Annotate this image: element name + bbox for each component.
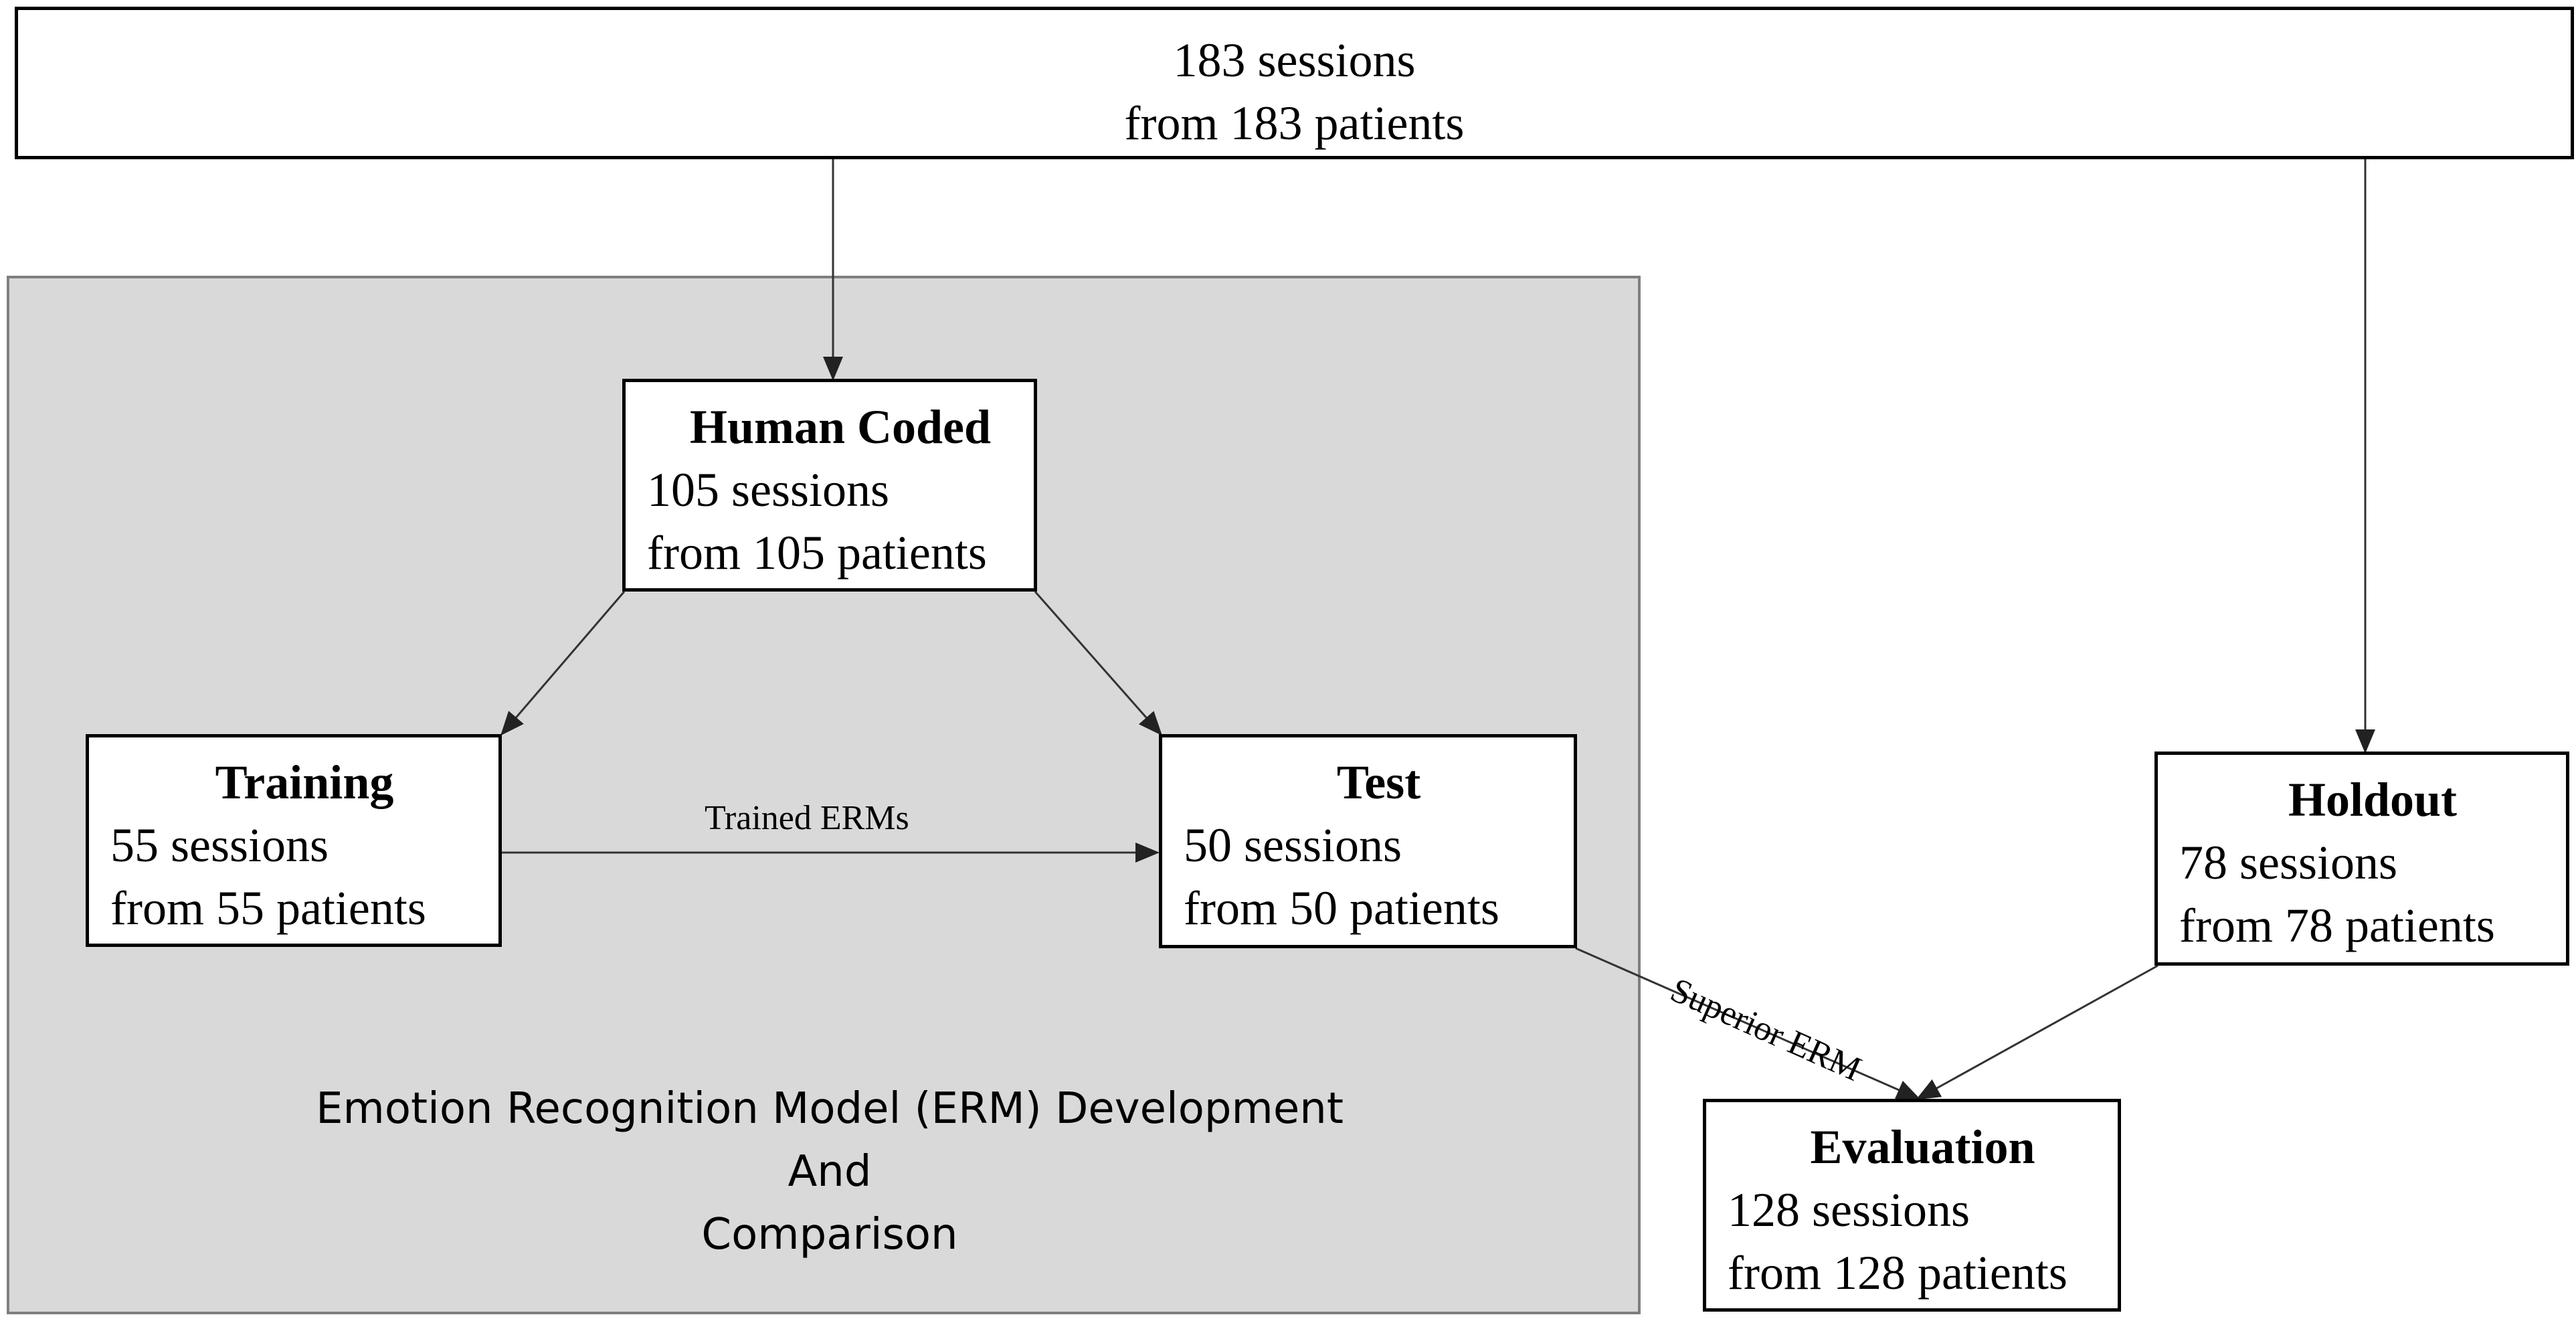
source-patients: from 183 patients: [1124, 96, 1465, 150]
node-evaluation-patients: from 128 patients: [1728, 1246, 2067, 1300]
node-test-patients: from 50 patients: [1184, 881, 1499, 935]
region-caption-line-2: And: [788, 1147, 872, 1197]
arrow-test-to-evaluation: [1575, 947, 1921, 1100]
node-human-coded-sessions: 105 sessions: [647, 463, 890, 517]
source-sessions: 183 sessions: [1173, 33, 1416, 87]
node-evaluation-title: Evaluation: [1810, 1120, 2035, 1174]
node-training-sessions: 55 sessions: [110, 818, 329, 872]
node-test: Test 50 sessions from 50 patients: [1159, 734, 1577, 948]
node-evaluation-sessions: 128 sessions: [1728, 1183, 1970, 1237]
node-test-sessions: 50 sessions: [1184, 818, 1402, 872]
node-holdout-patients: from 78 patients: [2179, 899, 2495, 952]
region-caption-line-1: Emotion Recognition Model (ERM) Developm…: [316, 1084, 1344, 1134]
node-human-coded: Human Coded 105 sessions from 105 patien…: [622, 379, 1037, 592]
node-evaluation: Evaluation 128 sessions from 128 patient…: [1703, 1099, 2121, 1312]
node-training-patients: from 55 patients: [110, 881, 426, 935]
edge-label-trained-erms: Trained ERMs: [705, 799, 909, 837]
region-caption: Emotion Recognition Model (ERM) Developm…: [7, 1077, 1653, 1266]
arrow-human-coded-to-training: [500, 591, 626, 736]
region-caption-line-3: Comparison: [701, 1210, 958, 1259]
node-human-coded-patients: from 105 patients: [647, 526, 987, 580]
node-test-title: Test: [1336, 756, 1421, 809]
node-training: Training 55 sessions from 55 patients: [86, 734, 502, 947]
node-holdout: Holdout 78 sessions from 78 patients: [2154, 752, 2569, 966]
node-training-title: Training: [215, 756, 394, 809]
source-box: 183 sessions from 183 patients: [15, 7, 2574, 159]
node-holdout-sessions: 78 sessions: [2179, 836, 2398, 889]
arrow-holdout-to-evaluation: [1916, 964, 2158, 1100]
arrow-human-coded-to-test: [1034, 591, 1162, 736]
node-holdout-title: Holdout: [2288, 773, 2458, 826]
node-human-coded-title: Human Coded: [689, 400, 992, 454]
